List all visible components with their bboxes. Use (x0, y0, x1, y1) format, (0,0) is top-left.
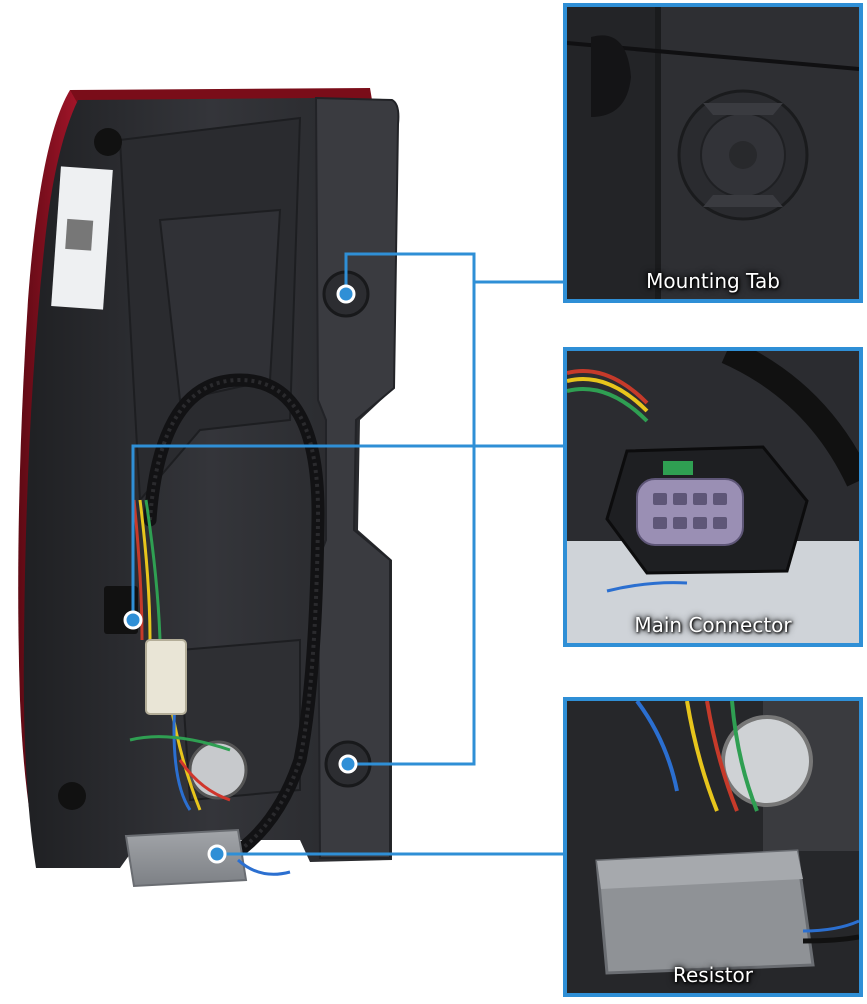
mounting-tab-closeup (567, 7, 859, 299)
callout-lines (131, 252, 566, 856)
resistor-panel: Resistor (563, 697, 863, 997)
resistor-box (124, 828, 248, 888)
connector-plug (636, 478, 744, 546)
callout-dot-mounting-lower (338, 754, 358, 774)
callout-dots (123, 284, 358, 864)
mounting-tab-panel: Mounting Tab (563, 3, 863, 303)
callout-dot-resistor (207, 844, 227, 864)
callout-dot-mounting-upper (336, 284, 356, 304)
callout-label-main-connector: Main Connector (634, 613, 792, 637)
main-connector-panel: Main Connector (563, 347, 863, 647)
main-connector-closeup (567, 351, 859, 643)
callout-label-mounting-tab: Mounting Tab (646, 269, 780, 293)
callout-dot-connector (123, 610, 143, 630)
housing-body (23, 98, 399, 868)
callout-label-resistor: Resistor (673, 963, 753, 987)
resistor-closeup (567, 701, 859, 993)
